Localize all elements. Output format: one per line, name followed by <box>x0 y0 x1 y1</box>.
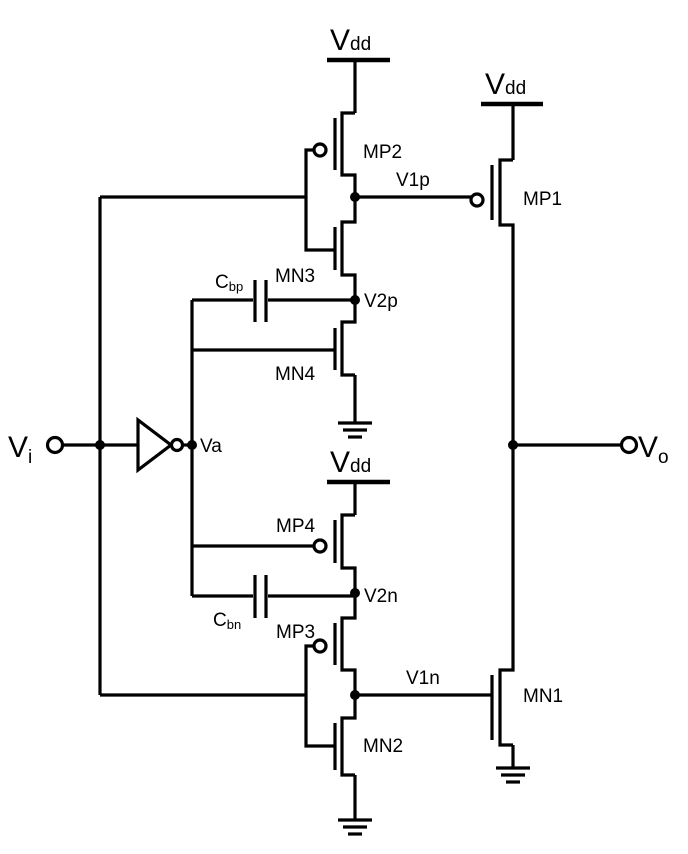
mn4-label: MN4 <box>275 364 316 385</box>
transistor-mn4: MN4 <box>192 300 357 385</box>
capacitor-cbn: Cbn <box>192 575 355 632</box>
vdd-label-sub: dd <box>350 456 371 477</box>
output-terminal: Vo <box>619 431 669 468</box>
ground-symbol-mn2 <box>338 775 372 836</box>
mn1-label: MN1 <box>523 686 563 707</box>
vo-label-main: V <box>638 431 658 464</box>
svg-text:Vdd: Vdd <box>330 446 371 479</box>
transistor-mp4: MP4 <box>192 513 357 593</box>
vdd-supply-top-left: Vdd <box>327 24 390 113</box>
transistor-mp3: MP3 <box>276 593 357 695</box>
vdd-supply-middle: Vdd <box>327 446 390 515</box>
mp4-label: MP4 <box>276 516 316 537</box>
svg-text:Vo: Vo <box>638 431 669 468</box>
vi-label-sub: i <box>28 447 32 468</box>
vo-label-sub: o <box>658 447 669 468</box>
inverter <box>100 416 185 474</box>
transistor-mn2: MN2 <box>304 695 403 777</box>
transistor-mp2: MP2 <box>304 111 402 197</box>
vdd-label-sub: dd <box>505 78 526 99</box>
mp3-label: MP3 <box>276 622 315 643</box>
transistor-mn3: MN3 <box>275 197 357 300</box>
svg-text:Vdd: Vdd <box>485 68 526 101</box>
capacitor-cbp: Cbp <box>192 272 355 322</box>
cbn-label: Cbn <box>213 610 241 632</box>
transistor-mp1: MP1 <box>469 158 562 445</box>
mn3-label: MN3 <box>275 266 315 287</box>
vdd-label-main: V <box>485 68 505 101</box>
svg-text:Vi: Vi <box>8 431 32 468</box>
mp1-label: MP1 <box>523 189 562 210</box>
node-label-v2n: V2n <box>364 586 398 607</box>
vi-label-main: V <box>8 431 28 464</box>
vdd-label-main: V <box>330 24 350 57</box>
mn2-label: MN2 <box>363 736 403 757</box>
node-label-v2p: V2p <box>364 291 398 312</box>
vdd-supply-top-right: Vdd <box>481 68 543 160</box>
junction-dots <box>95 192 518 700</box>
vdd-label-main: V <box>330 446 350 479</box>
svg-text:Vdd: Vdd <box>330 24 371 57</box>
cbp-label: Cbp <box>215 272 243 294</box>
ground-symbol-mn1 <box>496 745 530 784</box>
vdd-label-sub: dd <box>350 34 371 55</box>
input-terminal: Vi <box>8 431 65 468</box>
transistor-mn1: MN1 <box>490 445 563 747</box>
node-label-v1n: V1n <box>406 668 440 689</box>
node-label-va: Va <box>200 436 222 457</box>
mp2-label: MP2 <box>363 142 402 163</box>
ground-symbol-mn4 <box>338 375 372 439</box>
node-label-v1p: V1p <box>396 170 430 191</box>
wires <box>62 195 621 697</box>
